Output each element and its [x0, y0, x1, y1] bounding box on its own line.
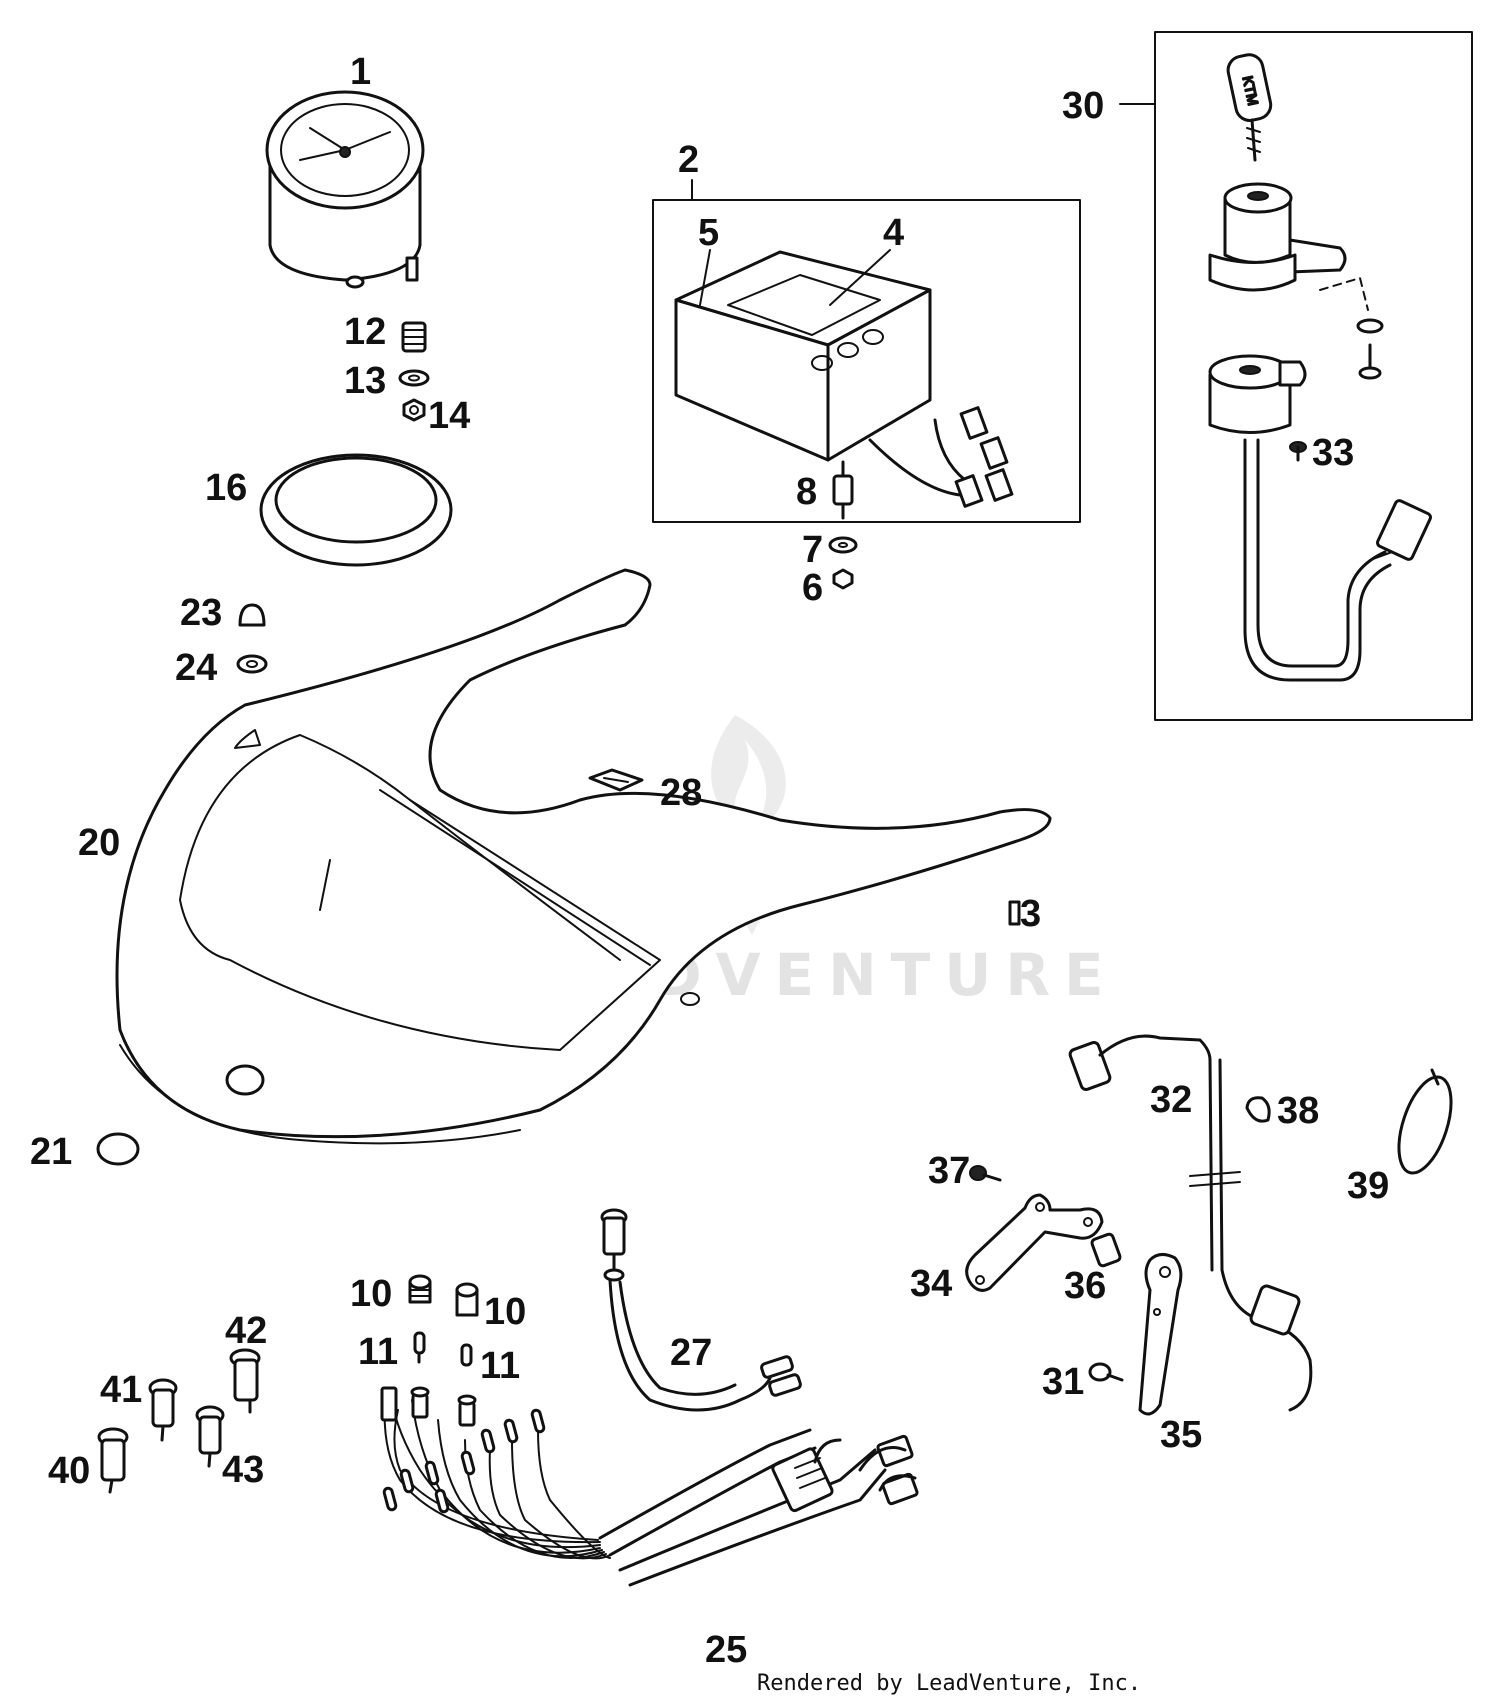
washer-lock[interactable]: [1356, 318, 1384, 334]
label-33: 33: [1312, 432, 1354, 474]
lamp-socket-10a[interactable]: [408, 1274, 432, 1304]
washer-13[interactable]: [398, 369, 430, 387]
washer-24[interactable]: [236, 654, 268, 674]
label-41: 41: [100, 1369, 142, 1411]
headlight-mask-part-20[interactable]: [115, 568, 1052, 1145]
label-32: 32: [1150, 1079, 1192, 1121]
leader-4: [829, 249, 891, 306]
label-28: 28: [660, 772, 702, 814]
wiring-harness-part-25[interactable]: [380, 1386, 919, 1587]
screw-37[interactable]: [969, 1165, 1002, 1182]
speed-sensor-part-32[interactable]: [1068, 1034, 1313, 1412]
label-8: 8: [796, 471, 817, 513]
render-credit: Rendered by LeadVenture, Inc.: [757, 1671, 1141, 1696]
indicator-lamp-43[interactable]: [195, 1405, 225, 1468]
nut-14[interactable]: [402, 398, 426, 422]
badge-28[interactable]: [588, 768, 644, 792]
ignition-lock-housing[interactable]: [1208, 182, 1369, 311]
label-11b: 11: [480, 1345, 520, 1387]
key-part-30[interactable]: KTM: [1226, 52, 1274, 162]
display-unit-part-4[interactable]: [674, 250, 1014, 508]
label-25: 25: [705, 1629, 747, 1671]
label-43: 43: [222, 1449, 264, 1491]
label-4: 4: [883, 212, 904, 254]
label-1: 1: [350, 51, 371, 93]
screw-3[interactable]: [1008, 900, 1021, 926]
label-13: 13: [344, 360, 386, 402]
label-23: 23: [180, 592, 222, 634]
callout-labels: 1 2 3 4 5 6 7 8 10 10 11 11 12 13 14 16 …: [30, 51, 1389, 1671]
label-2: 2: [678, 139, 699, 181]
label-10b: 10: [484, 1291, 526, 1333]
display-kit-box: [652, 199, 1081, 523]
label-16: 16: [205, 467, 247, 509]
label-30: 30: [1062, 85, 1104, 127]
screw-31[interactable]: [1088, 1362, 1124, 1382]
lamp-socket-10b[interactable]: [455, 1282, 479, 1317]
label-21: 21: [30, 1131, 72, 1173]
nut-38[interactable]: [1245, 1096, 1271, 1123]
label-12: 12: [344, 311, 386, 353]
washer-7[interactable]: [828, 536, 858, 554]
label-40: 40: [48, 1450, 90, 1492]
cable-part-27[interactable]: [600, 1208, 802, 1412]
indicator-lamp-40[interactable]: [97, 1427, 129, 1494]
label-10a: 10: [350, 1273, 392, 1315]
indicator-lamp-41[interactable]: [148, 1378, 178, 1442]
screw-lock[interactable]: [1358, 343, 1382, 380]
label-38: 38: [1277, 1090, 1319, 1132]
indicator-lamp-42[interactable]: [229, 1348, 261, 1414]
fastener-12[interactable]: [401, 321, 427, 353]
screw-33[interactable]: [1289, 441, 1307, 462]
label-27: 27: [670, 1332, 712, 1374]
bracket-35[interactable]: [1138, 1253, 1183, 1416]
label-24: 24: [175, 647, 217, 689]
nut-6[interactable]: [832, 568, 854, 590]
ring-16[interactable]: [259, 453, 453, 567]
label-3: 3: [1020, 893, 1041, 935]
label-42: 42: [225, 1310, 267, 1352]
leader-5: [699, 249, 711, 306]
label-35: 35: [1160, 1414, 1202, 1456]
label-14: 14: [428, 395, 470, 437]
ignition-switch-with-cable[interactable]: [1208, 354, 1432, 682]
spacer-36[interactable]: [1090, 1232, 1122, 1268]
bulb-11b[interactable]: [460, 1343, 473, 1367]
gauge-part-1[interactable]: [265, 90, 425, 289]
label-6: 6: [802, 567, 823, 609]
standoff-8[interactable]: [832, 460, 854, 520]
label-5: 5: [698, 212, 719, 254]
clamp-39[interactable]: [1389, 1068, 1462, 1179]
label-39: 39: [1347, 1165, 1389, 1207]
label-31: 31: [1042, 1361, 1084, 1403]
label-37: 37: [928, 1150, 970, 1192]
bracket-34[interactable]: [965, 1193, 1104, 1292]
label-11a: 11: [358, 1331, 398, 1373]
label-20: 20: [78, 822, 120, 864]
cap-nut-23[interactable]: [238, 603, 266, 627]
label-7: 7: [802, 529, 823, 571]
label-36: 36: [1064, 1265, 1106, 1307]
key-tag-text: KTM: [1240, 75, 1262, 107]
ignition-kit-box: [1154, 31, 1473, 721]
bulb-11a[interactable]: [413, 1331, 426, 1364]
label-34: 34: [910, 1263, 952, 1305]
plug-21[interactable]: [96, 1132, 140, 1166]
